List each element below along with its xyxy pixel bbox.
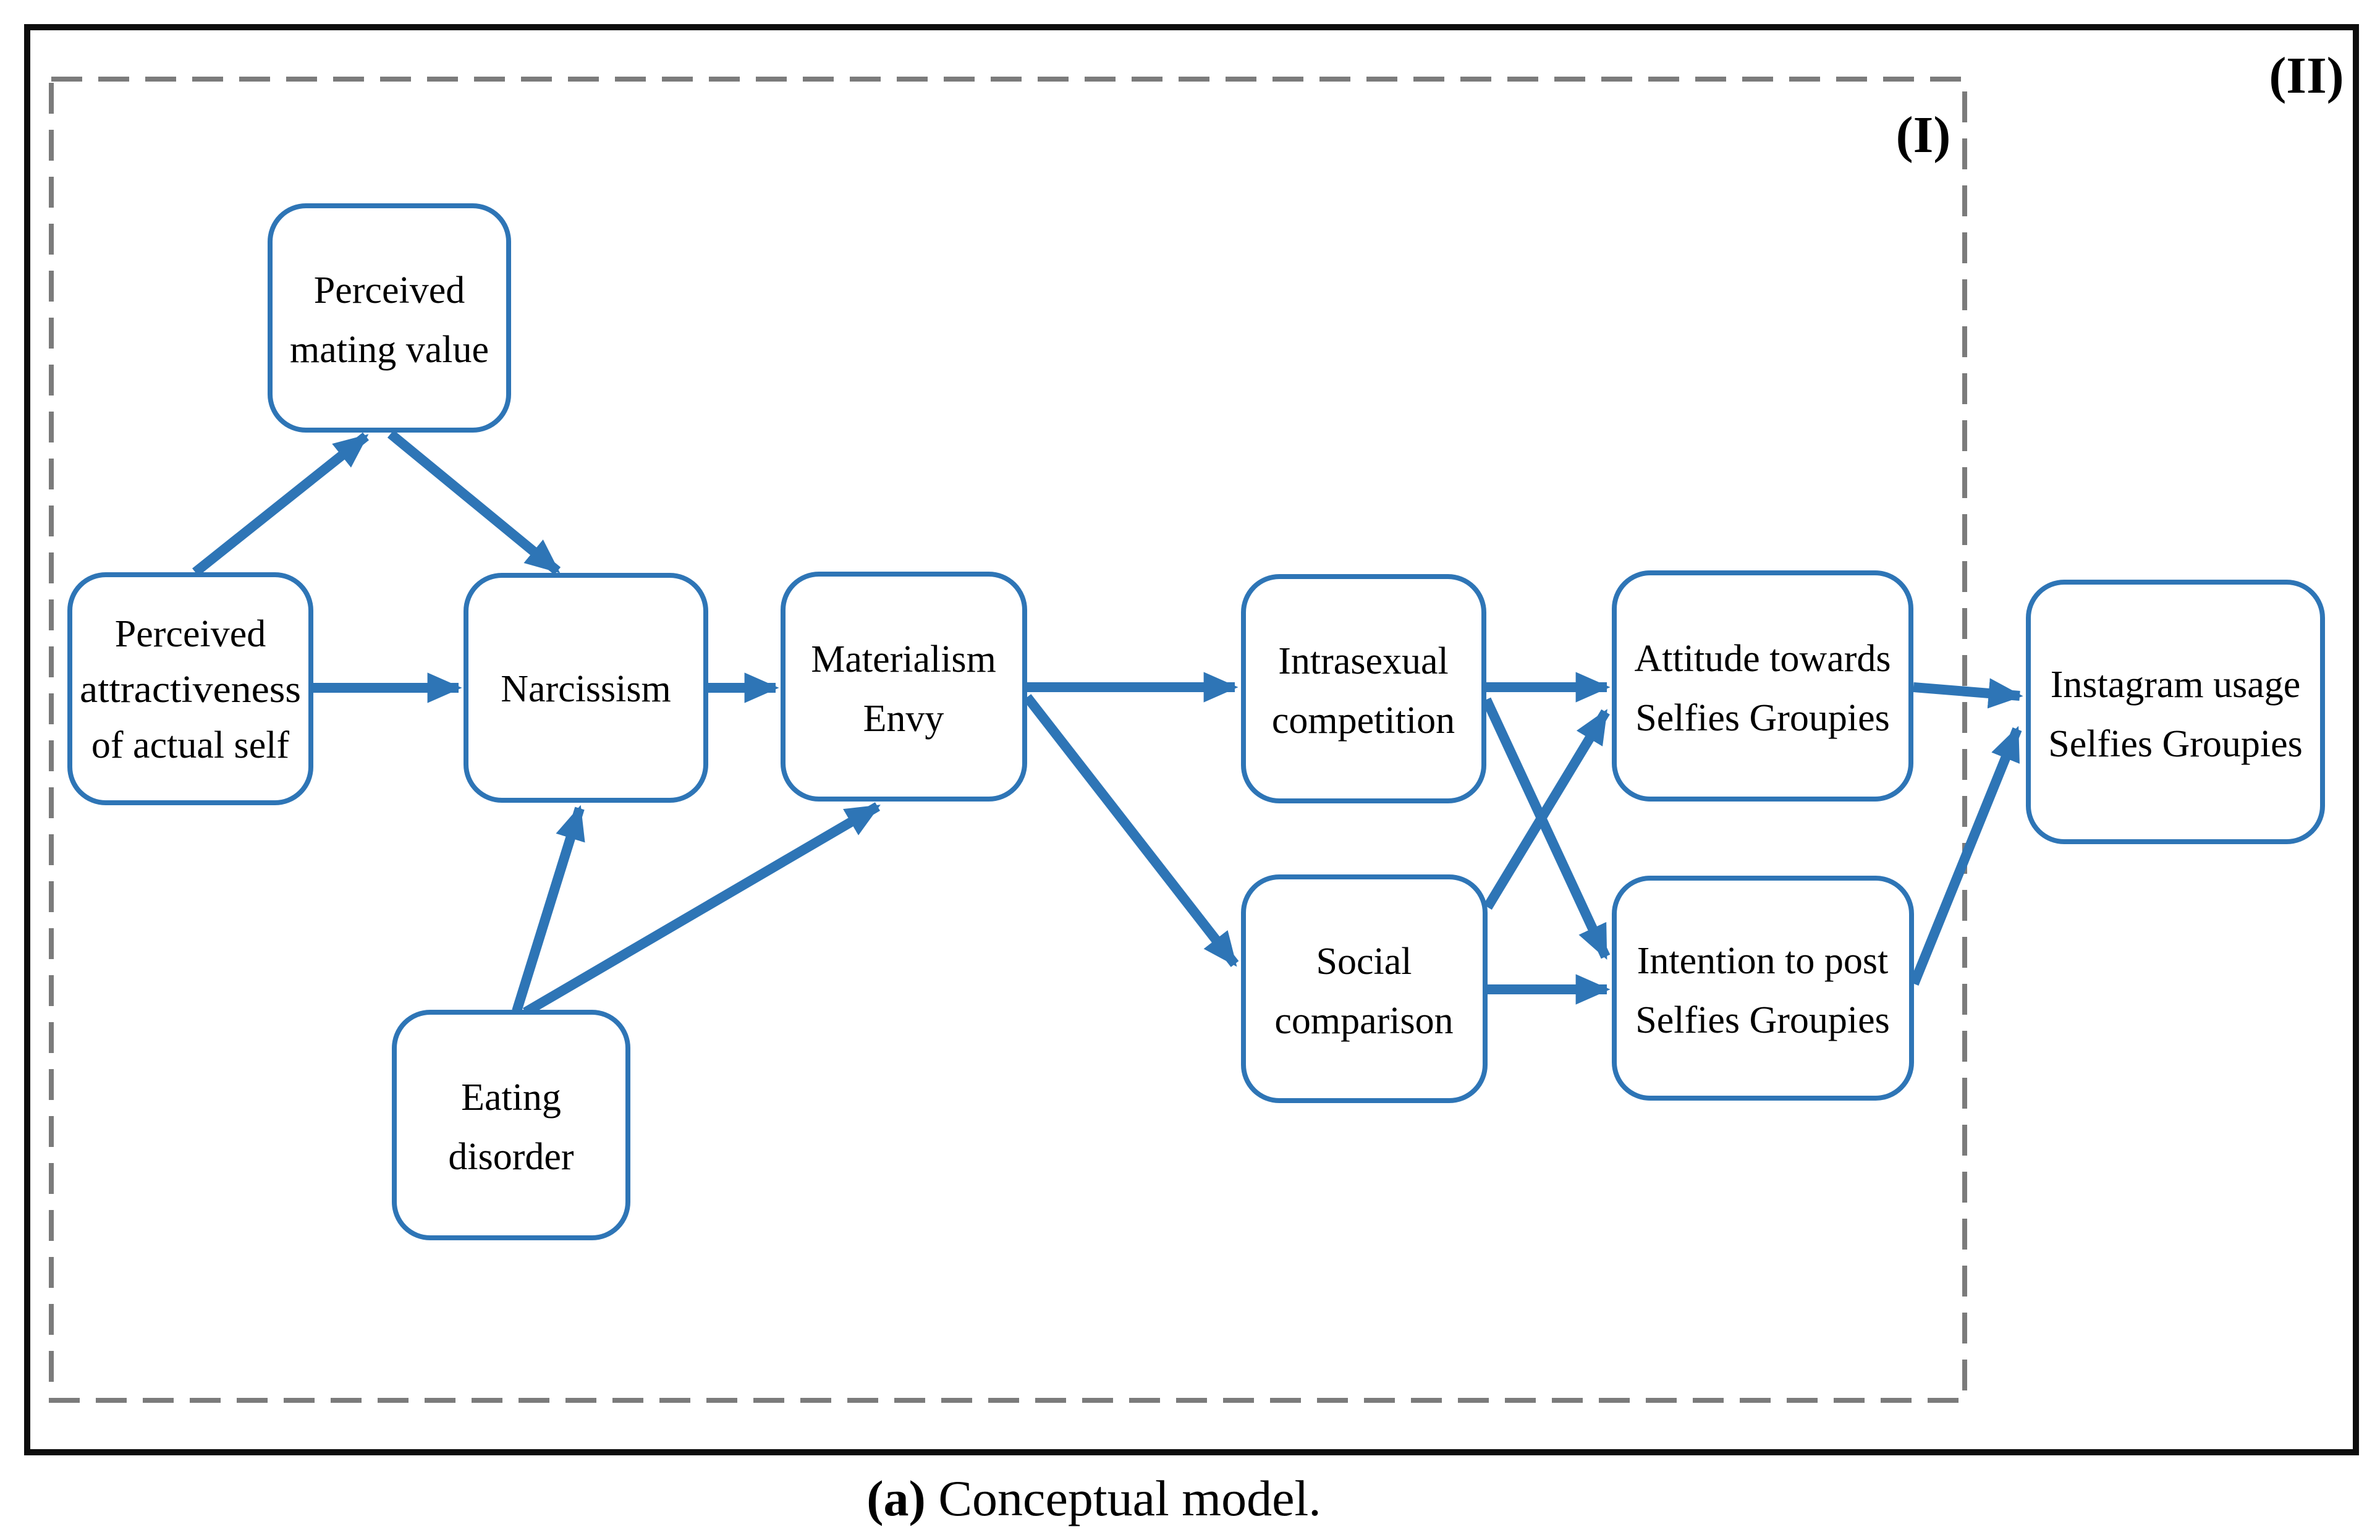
node-label-line: Intention to post bbox=[1637, 940, 1888, 982]
arrow-materialism-envy-to-social-comparison bbox=[1023, 694, 1239, 967]
node-intention-post-selfies-groupies: Intention to post Selfies Groupies bbox=[1612, 876, 1914, 1101]
node-label-line: Perceived bbox=[314, 269, 465, 311]
arrow-attitude-to-instagram-usage bbox=[1913, 678, 2023, 709]
node-attitude-selfies-groupies: Attitude towards Selfies Groupies bbox=[1612, 570, 1913, 802]
arrow-social-to-attitude bbox=[1483, 709, 1610, 910]
node-label-line: Narcissism bbox=[501, 668, 671, 710]
node-box bbox=[1612, 570, 1913, 802]
node-box bbox=[268, 203, 511, 433]
node-label-line: Materialism bbox=[811, 638, 996, 680]
node-box bbox=[464, 573, 708, 803]
node-label-line: Selfies Groupies bbox=[1635, 999, 1890, 1041]
node-label-line: Social bbox=[1316, 941, 1412, 983]
arrow-mating-value-to-narcissism bbox=[387, 429, 561, 575]
node-label-line: competition bbox=[1272, 700, 1455, 742]
node-box bbox=[67, 572, 313, 805]
node-label-line: mating value bbox=[290, 329, 489, 371]
figure-caption: (a) Conceptual model. bbox=[866, 1470, 1321, 1526]
node-eating-disorder: Eating disorder bbox=[392, 1010, 630, 1240]
figure-caption-text: Conceptual model. bbox=[926, 1470, 1321, 1526]
node-materialism-envy: Materialism Envy bbox=[781, 572, 1027, 802]
node-label-line: Selfies Groupies bbox=[2048, 723, 2303, 765]
node-perceived-mating-value: Perceived mating value bbox=[268, 203, 511, 433]
arrow-attractiveness-to-mating-value bbox=[192, 432, 369, 577]
node-instagram-usage-selfies-groupies: Instagram usage Selfies Groupies bbox=[2026, 580, 2325, 844]
node-box bbox=[1241, 574, 1486, 803]
node-social-comparison: Social comparison bbox=[1241, 874, 1488, 1103]
node-box bbox=[1612, 876, 1914, 1101]
node-label-line: Selfies Groupies bbox=[1635, 697, 1890, 739]
node-label-line: Instagram usage bbox=[2051, 664, 2301, 706]
node-perceived-attractiveness: Perceived attractiveness of actual self bbox=[67, 572, 313, 805]
arrow-eating-disorder-to-narcissism bbox=[512, 805, 585, 1013]
node-box bbox=[781, 572, 1027, 802]
node-label-line: Envy bbox=[863, 698, 944, 740]
node-box bbox=[2026, 580, 2325, 844]
arrow-intention-to-instagram-usage bbox=[1909, 726, 2022, 986]
mediation-region-dashed-border bbox=[49, 77, 1967, 1403]
node-box bbox=[392, 1010, 630, 1240]
node-label-line: disorder bbox=[448, 1136, 574, 1178]
node-label-line: Eating bbox=[461, 1077, 561, 1119]
figure-caption-marker: (a) bbox=[866, 1470, 926, 1526]
arrow-eating-disorder-to-materialism-envy bbox=[522, 802, 881, 1017]
node-label-line: Attitude towards bbox=[1635, 638, 1891, 680]
node-intrasexual-competition: Intrasexual competition bbox=[1241, 574, 1486, 803]
node-label-line: comparison bbox=[1274, 1000, 1453, 1042]
arrow-intrasexual-to-intention bbox=[1481, 697, 1611, 960]
node-label-line: Intrasexual bbox=[1278, 640, 1448, 682]
edges-layer bbox=[192, 429, 2023, 1017]
region-label-inner: (I) bbox=[1896, 106, 1951, 164]
node-label-line: of actual self bbox=[91, 724, 290, 766]
region-label-outer: (II) bbox=[2269, 47, 2344, 104]
node-box bbox=[1241, 874, 1488, 1103]
node-label-line: Perceived bbox=[115, 613, 266, 655]
node-narcissism: Narcissism bbox=[464, 573, 708, 803]
outer-region-border bbox=[24, 24, 2359, 1455]
node-label-line: attractiveness bbox=[80, 669, 301, 711]
